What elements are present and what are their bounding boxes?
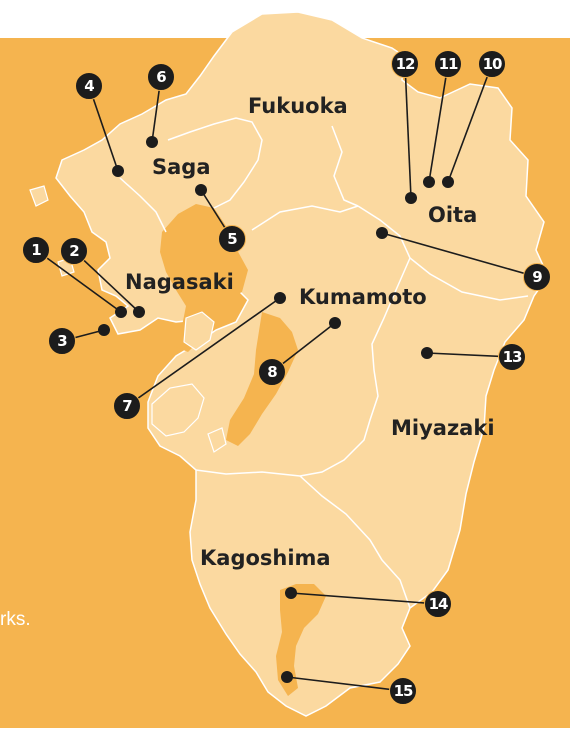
location-dot — [195, 184, 207, 196]
location-dot — [442, 176, 454, 188]
map-marker-12: 12 — [391, 50, 419, 78]
region-label-oita: Oita — [428, 203, 478, 227]
map-marker-8: 8 — [258, 358, 286, 386]
map-marker-14: 14 — [424, 590, 452, 618]
map-marker-11: 11 — [434, 50, 462, 78]
location-dot — [329, 317, 341, 329]
land-kyushu — [55, 11, 549, 717]
map-marker-6: 6 — [147, 63, 175, 91]
leader-lines — [35, 63, 538, 692]
region-label-miyazaki: Miyazaki — [391, 416, 495, 440]
location-dot — [112, 165, 124, 177]
map-marker-2: 2 — [60, 237, 88, 265]
small-island — [29, 185, 49, 207]
map-marker-5: 5 — [218, 225, 246, 253]
location-dot — [285, 587, 297, 599]
location-dot — [421, 347, 433, 359]
region-label-fukuoka: Fukuoka — [248, 94, 348, 118]
region-label-saga: Saga — [152, 155, 211, 179]
region-label-nagasaki: Nagasaki — [125, 270, 234, 294]
map-marker-3: 3 — [48, 327, 76, 355]
map-marker-9: 9 — [523, 263, 551, 291]
location-dot — [133, 306, 145, 318]
cropped-caption: rks. — [0, 609, 31, 630]
location-dot — [376, 227, 388, 239]
kagoshima-bay — [276, 584, 326, 696]
map-marker-4: 4 — [75, 72, 103, 100]
location-dot — [115, 306, 127, 318]
location-dot — [274, 292, 286, 304]
location-dot — [281, 671, 293, 683]
location-dots — [98, 136, 454, 683]
map-marker-13: 13 — [498, 343, 526, 371]
small-island — [207, 427, 227, 453]
shimabara-peninsula — [183, 311, 215, 351]
prefecture-borders — [119, 117, 529, 609]
location-dot — [405, 192, 417, 204]
region-label-kagoshima: Kagoshima — [200, 546, 331, 570]
location-dot — [146, 136, 158, 148]
map-marker-10: 10 — [478, 50, 506, 78]
map-marker-15: 15 — [389, 677, 417, 705]
region-label-kumamoto: Kumamoto — [299, 285, 427, 309]
map-marker-1: 1 — [22, 236, 50, 264]
location-dot — [423, 176, 435, 188]
location-dot — [98, 324, 110, 336]
map-marker-7: 7 — [113, 392, 141, 420]
amakusa-island — [151, 383, 205, 437]
